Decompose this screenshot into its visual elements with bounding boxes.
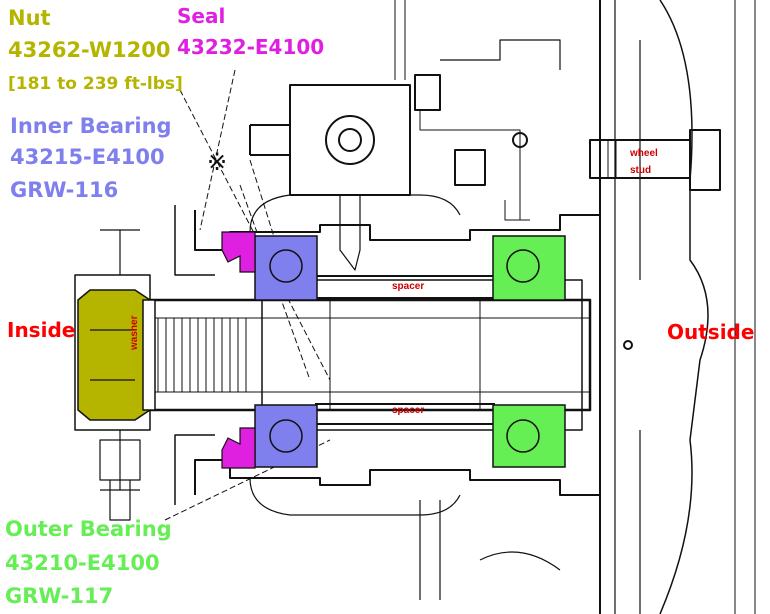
inside-label: Inside xyxy=(7,318,76,342)
outside-label: Outside xyxy=(667,320,755,344)
axle-nut xyxy=(77,289,151,421)
nut-part-number: 43262-W1200 xyxy=(8,38,171,62)
outer-bearing-bottom xyxy=(492,404,566,468)
nut-flange xyxy=(74,274,151,431)
outer-bearing-top xyxy=(492,235,566,301)
inner-bearing-bottom xyxy=(254,404,318,468)
knuckle-housing-lower xyxy=(194,459,601,520)
shaft-spline xyxy=(157,318,247,392)
spacer-label-top: spacer xyxy=(392,281,425,292)
seal-title: Seal xyxy=(177,4,226,28)
note-mark: ※ xyxy=(207,148,228,176)
seal-part-number: 43232-E4100 xyxy=(177,35,325,59)
inner-bearing-part-number: 43215-E4100 xyxy=(10,145,165,169)
lower-bolt-left xyxy=(99,439,141,521)
washer xyxy=(142,299,156,411)
outer-bearing-alt-number: GRW-117 xyxy=(5,584,114,608)
inner-bearing-top xyxy=(254,235,318,301)
spacer-label-bottom: spacer xyxy=(392,405,425,416)
spindle-shaft xyxy=(148,298,592,412)
caliper-bracket xyxy=(289,84,411,196)
inner-bearing-title: Inner Bearing xyxy=(10,114,172,138)
wheel-stud-label-line1: wheel xyxy=(630,148,658,159)
outer-bearing-title: Outer Bearing xyxy=(5,517,172,541)
nut-title: Nut xyxy=(8,6,51,30)
seal-bottom xyxy=(221,427,256,469)
nut-torque-spec: [181 to 239 ft-lbs] xyxy=(8,74,183,94)
inner-bearing-alt-number: GRW-116 xyxy=(10,178,119,202)
wheel-stud-label-line2: stud xyxy=(630,165,652,176)
washer-label: washer xyxy=(129,315,140,350)
outer-bearing-part-number: 43210-E4100 xyxy=(5,551,160,575)
seal-top xyxy=(221,231,256,273)
hub-sleeve xyxy=(261,279,583,431)
